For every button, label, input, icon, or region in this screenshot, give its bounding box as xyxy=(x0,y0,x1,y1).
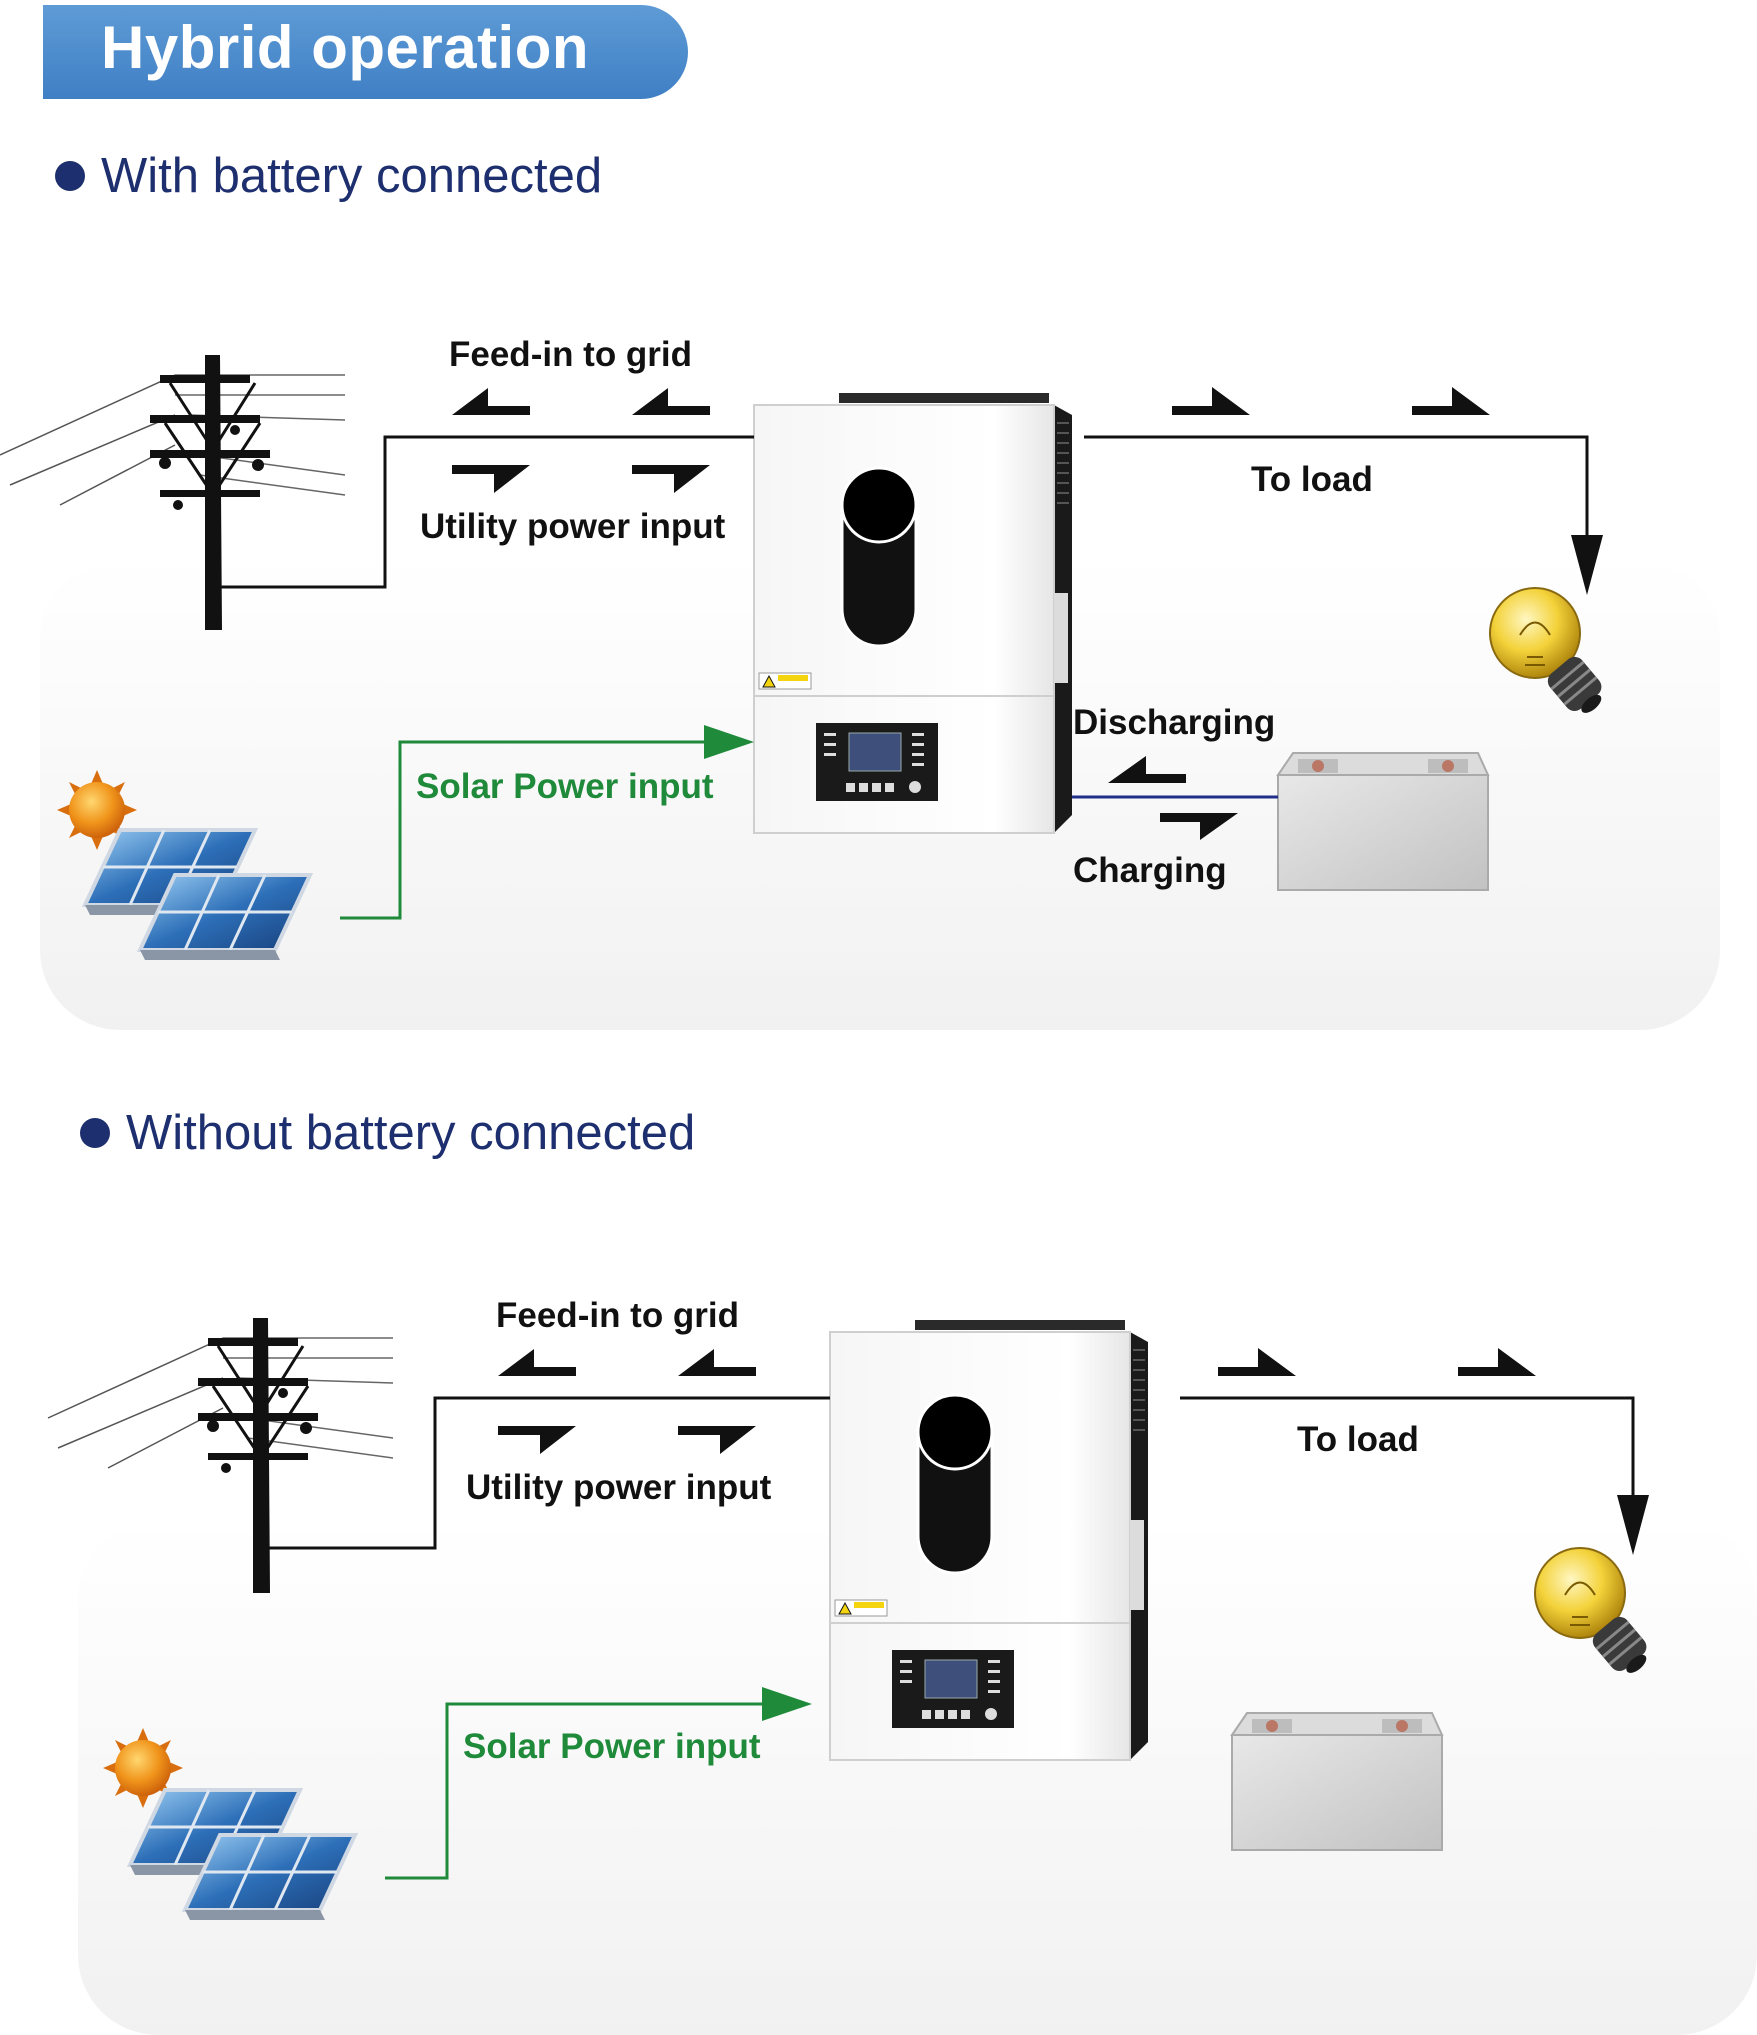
bullet-icon xyxy=(55,161,85,191)
battery-icon xyxy=(1231,1712,1443,1851)
wire-solar xyxy=(340,725,754,920)
power-pole-icon xyxy=(46,1316,395,1595)
solar-power-label: Solar Power input xyxy=(463,1727,761,1766)
title-banner: Hybrid operation xyxy=(43,5,688,99)
solar-power-label: Solar Power input xyxy=(416,767,714,806)
section-heading-with-battery: With battery connected xyxy=(55,148,602,204)
power-pole-icon xyxy=(0,353,347,632)
wire-load xyxy=(1180,1396,1649,1555)
battery-icon xyxy=(1277,752,1489,891)
section-heading-without-battery: Without battery connected xyxy=(80,1105,695,1161)
flow-arrows xyxy=(498,1348,1536,1454)
page-title: Hybrid operation xyxy=(101,14,590,81)
utility-power-label: Utility power input xyxy=(420,507,726,546)
discharging-label: Discharging xyxy=(1073,703,1276,742)
wire-solar xyxy=(385,1687,812,1880)
utility-power-label: Utility power input xyxy=(466,1468,772,1507)
feed-in-label: Feed-in to grid xyxy=(449,335,693,374)
feed-in-label: Feed-in to grid xyxy=(496,1296,740,1335)
wire-grid xyxy=(268,1396,830,1550)
wire-grid xyxy=(220,435,754,589)
to-load-label: To load xyxy=(1251,460,1373,499)
inverter-icon xyxy=(752,391,1074,835)
light-bulb-icon xyxy=(1488,586,1613,724)
wire-load xyxy=(1084,435,1603,595)
bullet-icon xyxy=(80,1118,110,1148)
charging-label: Charging xyxy=(1073,851,1227,890)
light-bulb-icon xyxy=(1533,1546,1658,1684)
inverter-icon xyxy=(828,1318,1150,1762)
to-load-label: To load xyxy=(1297,1420,1419,1459)
flow-arrows xyxy=(452,387,1490,840)
